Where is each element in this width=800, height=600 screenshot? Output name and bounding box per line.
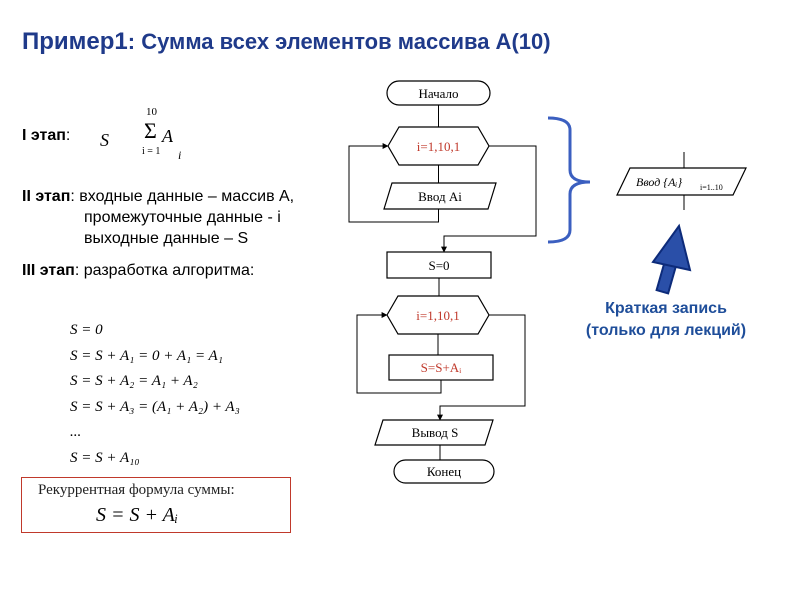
stage-3-text: : разработка алгоритма: <box>74 262 255 279</box>
stage-2-label: II этап <box>22 188 71 205</box>
sum-lower: i = 1 <box>142 146 161 157</box>
sum-formula: S 10 Σ A i i = 1 <box>100 106 210 164</box>
lecture-note-line2: (только для лекций) <box>585 322 747 339</box>
recurrent-formula-box: Рекуррентная формула суммы: S = S + Aᵢ <box>21 477 291 533</box>
title-text: : Сумма всех элементов массива А(10) <box>127 29 551 54</box>
page-title: Пример1: Сумма всех элементов массива А(… <box>22 28 551 56</box>
stage-3: III этап: разработка алгоритма: <box>22 262 254 280</box>
math-steps: S = 0 S = S + A₁ = 0 + A₁ = A₁ S = S + A… <box>70 318 330 471</box>
start-label: Начало <box>418 86 458 101</box>
lecture-note: Краткая запись (только для лекций) <box>560 298 772 342</box>
sigma-symbol: Σ <box>144 118 157 143</box>
short-form-range: i=1..10 <box>700 183 723 192</box>
output-label: Вывод S <box>412 425 459 440</box>
end-terminal <box>393 459 495 484</box>
loop-1-label: i=1,10,1 <box>417 139 460 154</box>
recurrent-caption: Рекуррентная формула суммы: <box>38 482 235 498</box>
accumulate-label: S=S+Aᵢ <box>421 360 463 375</box>
sum-index: i <box>178 148 182 162</box>
math-step: ... <box>70 424 82 440</box>
end-label: Конец <box>427 464 461 479</box>
sum-upper: 10 <box>146 106 157 118</box>
stage-2-line2: промежуточные данные - i <box>84 209 281 226</box>
math-step: S = S + A₁ = 0 + A₁ = A₁ <box>70 347 223 364</box>
short-form-parallelogram <box>616 167 747 196</box>
stage-2: II этап: входные данные – массив А, <box>22 188 294 206</box>
stage-1-label: I этап <box>22 127 66 144</box>
stage-1-suffix: : <box>65 127 71 144</box>
stage-1: I этап: <box>22 127 70 145</box>
init-label: S=0 <box>428 258 449 273</box>
recurrent-formula: S = S + Aᵢ <box>96 504 179 526</box>
title-prefix: Пример1 <box>22 28 128 55</box>
input-label: Ввод Ai <box>418 189 462 204</box>
sum-term: A <box>162 126 173 146</box>
curly-brace <box>547 116 591 244</box>
math-step: S = S + A₃ = (A₁ + A₂) + A₃ <box>70 398 240 415</box>
lecture-note-line1: Краткая запись <box>605 300 727 317</box>
output-parallelogram <box>374 419 494 446</box>
short-form-label: Ввод {Aᵢ} <box>636 175 682 189</box>
math-step: S = S + A₁₀ <box>70 449 140 466</box>
stage-3-label: III этап <box>22 262 75 279</box>
stage-2-line3: выходные данные – S <box>84 230 249 247</box>
input-parallelogram <box>383 182 497 210</box>
loop-2-label: i=1,10,1 <box>416 308 459 323</box>
pointer-arrow <box>651 223 692 295</box>
accumulate-process <box>388 354 494 381</box>
stage-2-line1: : входные данные – массив А, <box>70 188 295 205</box>
sum-var: S <box>100 130 109 150</box>
math-step: S = S + A₂ = A₁ + A₂ <box>70 373 198 389</box>
math-step: S = 0 <box>70 322 103 338</box>
